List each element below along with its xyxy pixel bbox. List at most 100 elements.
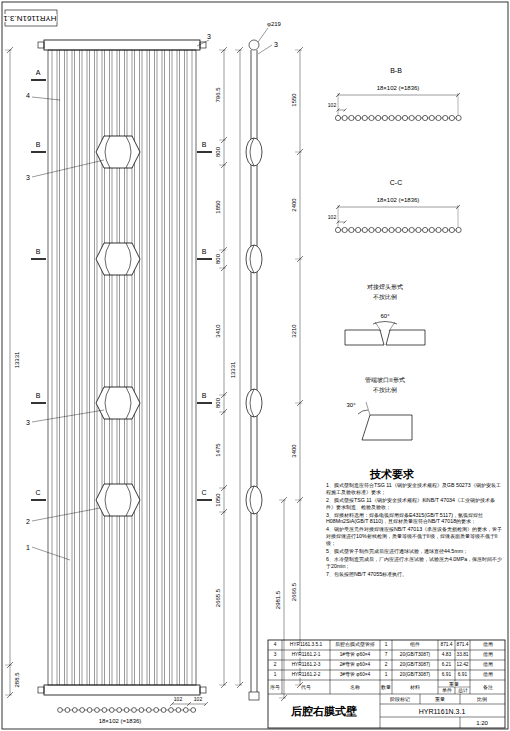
dim-ext <box>5 695 12 696</box>
dimension: 102 <box>328 103 336 108</box>
dim-ext <box>219 512 226 513</box>
dim-tick <box>204 702 208 706</box>
table-cell: 后腔右膜式壁管排 <box>335 643 375 648</box>
bent-pipe <box>105 387 110 419</box>
table-header: 重量 <box>449 681 459 686</box>
dim-ext <box>458 205 459 227</box>
table-cell: 组件 <box>410 643 420 648</box>
tube-section <box>72 708 77 713</box>
angle-line <box>389 322 395 331</box>
side-bend <box>246 138 262 166</box>
scale-value: 1:20 <box>476 720 488 726</box>
technical-note: 7、包装按照NB/T 47055标准执行。 <box>326 571 504 578</box>
tube-section <box>146 708 151 713</box>
leader-line <box>32 160 104 177</box>
tube-line <box>139 50 140 685</box>
table-cell: 3#弯管 φ60×4 <box>340 673 371 678</box>
table-cell: HYR1161.2-3 <box>292 663 321 668</box>
section-mark <box>31 258 46 260</box>
section-letter: A <box>36 69 41 76</box>
table-rule <box>268 670 505 671</box>
dimension: 102 <box>328 215 336 220</box>
dim-tick <box>170 702 174 706</box>
table-cell: 1#弯管 φ60×4 <box>340 653 371 658</box>
dimension: 1550 <box>291 93 297 106</box>
section-mark <box>197 151 212 153</box>
callout-number: 3 <box>274 41 278 48</box>
table-cell: 2#弯管 φ60×4 <box>340 663 371 668</box>
tube-section <box>382 115 387 120</box>
table-header: 总计 <box>458 688 468 693</box>
table-cell: 2 <box>385 663 388 668</box>
side-bottom-header <box>249 692 259 700</box>
table-rule <box>470 640 471 694</box>
tube-section <box>436 115 441 120</box>
angle-line <box>366 402 370 415</box>
dim-tick <box>344 109 347 112</box>
title-rule <box>460 694 461 704</box>
header-stub <box>200 687 206 693</box>
title-rule <box>380 717 505 718</box>
dimension: 18×102 (=1836) <box>377 197 420 203</box>
table-header: 材料 <box>410 685 420 690</box>
technical-note: 4、锅炉受压元件对接焊缝应按NB/T 47013《承压设备无损检测》的要求，管子… <box>326 526 504 547</box>
tube-section <box>376 115 381 120</box>
dimension: 1050 <box>215 493 221 506</box>
leader-line <box>32 508 100 521</box>
tube-line <box>74 50 75 685</box>
tube-section <box>423 115 428 120</box>
dim-tick <box>337 109 340 112</box>
tube-section <box>124 708 129 713</box>
tube-line <box>157 50 158 685</box>
table-cell: 3 <box>274 653 277 658</box>
tube-line <box>97 50 98 685</box>
angle-label: 30° <box>346 402 355 408</box>
section-mark <box>197 258 212 260</box>
table-cell: 871.4 <box>440 643 452 648</box>
callout-number: 1 <box>26 544 30 551</box>
panel-outline <box>48 50 196 685</box>
tube-line <box>154 50 155 685</box>
dim-ext <box>219 165 226 166</box>
detail-note: 不按比例 <box>373 387 397 393</box>
side-bend <box>246 389 262 417</box>
dim-line <box>338 95 458 96</box>
table-header: 序号 <box>270 685 280 690</box>
tube-section <box>402 227 407 232</box>
tube-section <box>176 708 181 713</box>
title-rule <box>460 717 461 728</box>
dimension: 102 <box>194 697 202 702</box>
bent-pipe <box>105 243 110 275</box>
dim-ext <box>235 685 242 686</box>
tube-section <box>416 227 421 232</box>
dim-ext <box>219 50 226 51</box>
weld-plate <box>345 330 384 345</box>
tube-section <box>449 227 454 232</box>
table-cell: 借用 <box>483 643 493 648</box>
angle-arc <box>373 322 397 325</box>
table-cell: 借用 <box>483 663 493 668</box>
tube-section <box>423 227 428 232</box>
tube-section <box>362 227 367 232</box>
tube-line <box>94 50 95 685</box>
table-header: 名称 <box>350 685 360 690</box>
dimension: 2665.5 <box>215 589 221 607</box>
section-letter: B <box>36 141 41 148</box>
title-field: 阶段标记 <box>390 697 410 702</box>
side-bend <box>246 245 262 273</box>
section-letter: B <box>202 392 207 399</box>
section-title: B-B <box>390 67 402 74</box>
dimension: 1475 <box>215 443 221 456</box>
dimension: 18×102 (=1836) <box>99 718 142 724</box>
tube-section <box>389 115 394 120</box>
header-stub <box>38 687 44 693</box>
dimension: 3410 <box>215 324 221 337</box>
tube-line <box>72 50 73 685</box>
table-cell: 6.91 <box>458 673 467 678</box>
dimension: 800 <box>215 147 221 157</box>
tube-section <box>456 227 461 232</box>
dim-line <box>240 50 241 685</box>
tube-line <box>82 50 83 685</box>
dimension: 1850 <box>215 200 221 213</box>
